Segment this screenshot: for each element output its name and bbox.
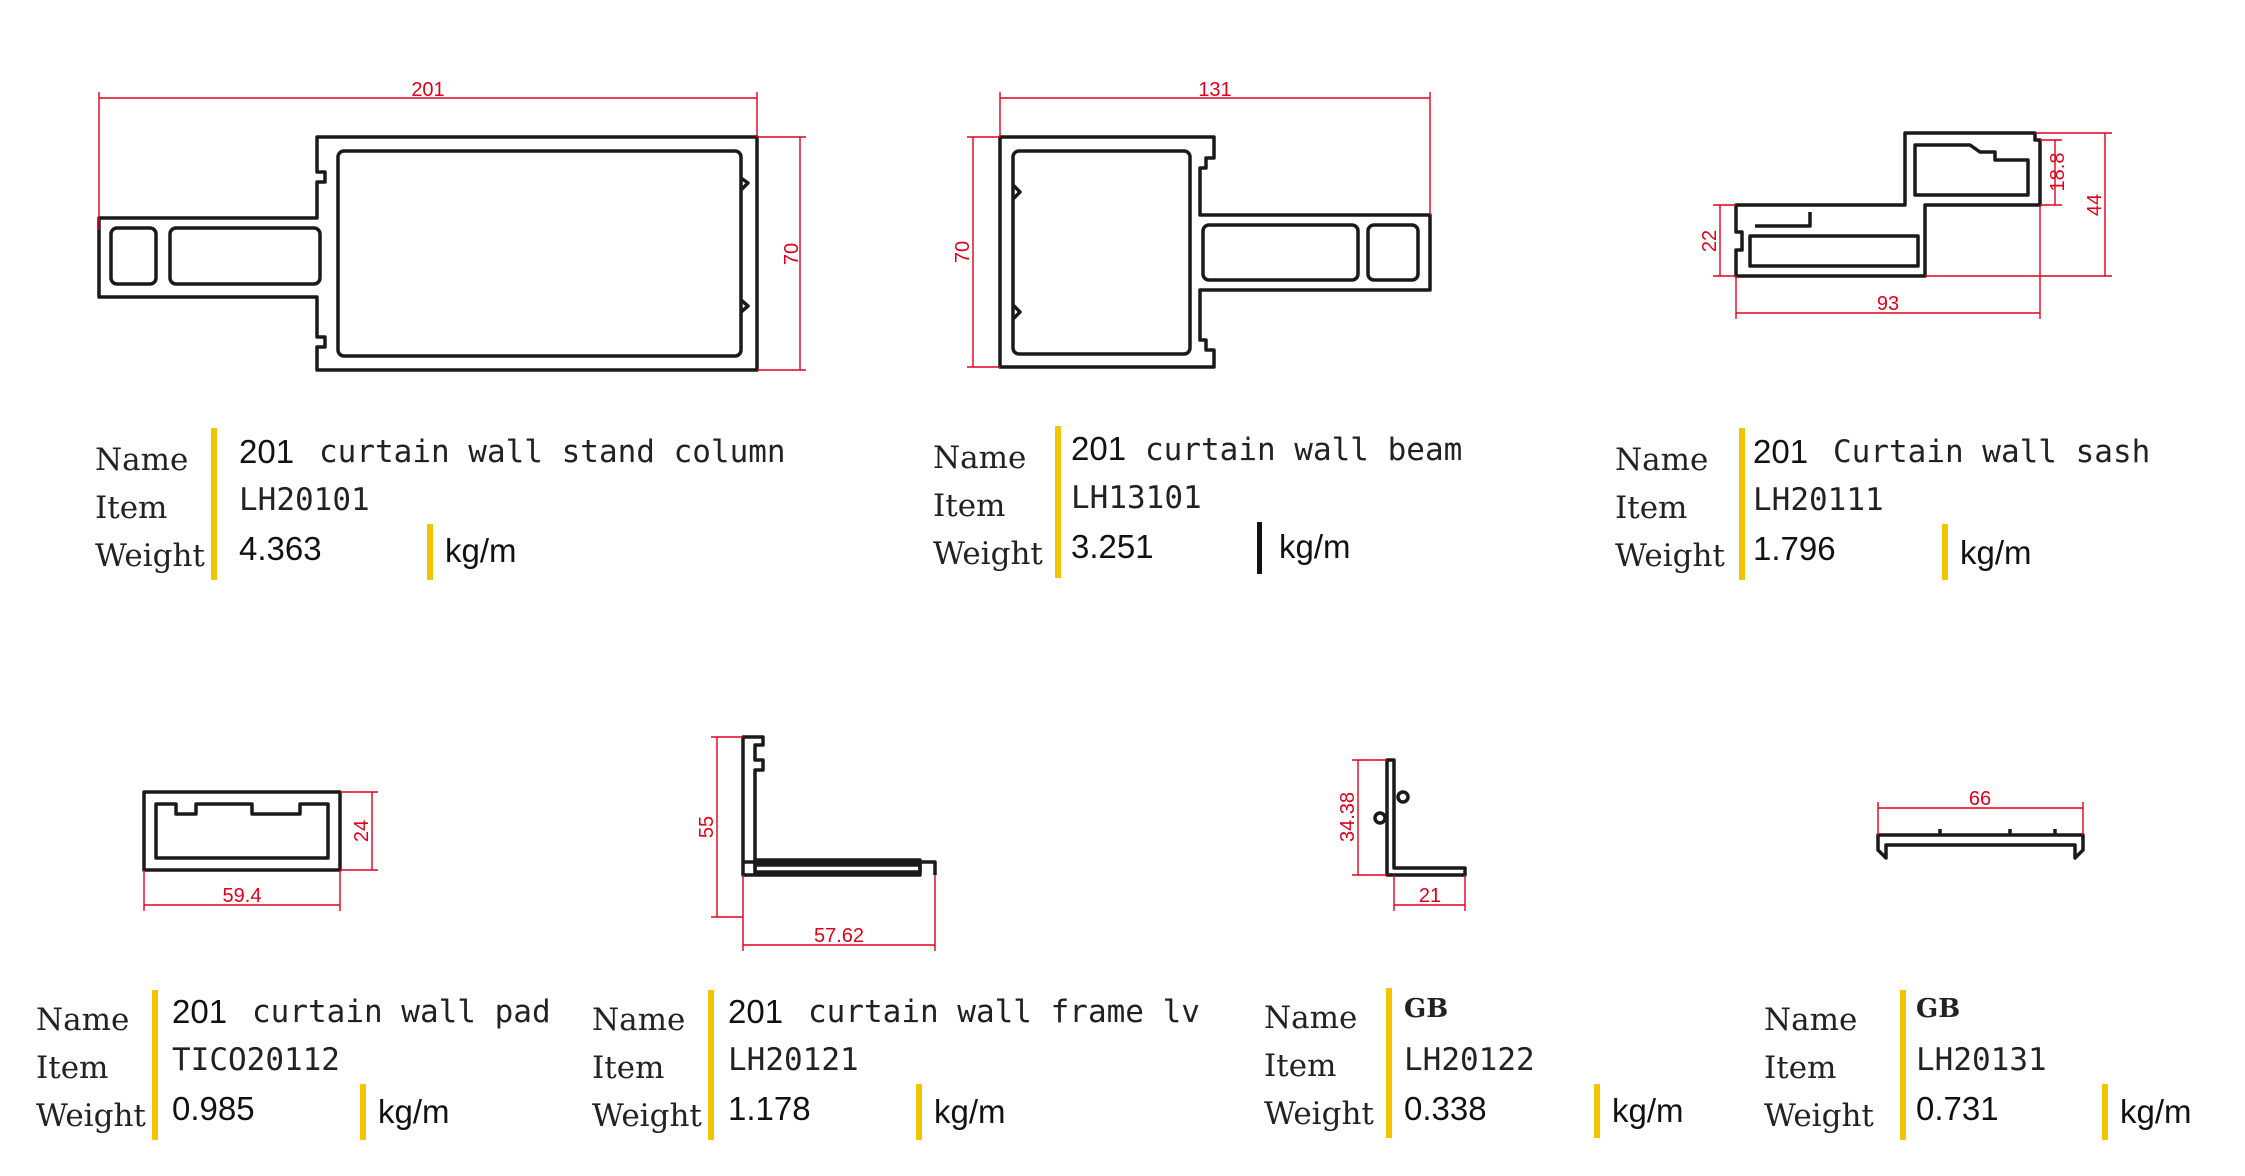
- name-number: 201: [239, 433, 295, 470]
- name-number: 201: [1753, 433, 1809, 470]
- name-label: Name: [933, 440, 1027, 476]
- unit-bar: [1594, 1084, 1600, 1138]
- product-name: GB: [1916, 994, 1961, 1024]
- profile-gb-angle: [1373, 758, 1467, 877]
- product-name: GB: [1404, 994, 1449, 1024]
- dim-label: 59.4: [223, 885, 262, 907]
- profile-frame-lv: [741, 735, 922, 877]
- profile-pad: [142, 790, 342, 872]
- dim-label: 70: [781, 243, 803, 265]
- unit-bar: [360, 1084, 366, 1140]
- name-label: Name: [1615, 442, 1709, 478]
- item-label: Item: [592, 1050, 665, 1086]
- name-label: Name: [95, 442, 189, 478]
- unit-label: kg/m: [1960, 534, 2032, 571]
- product-name: Curtain wall sash: [1833, 434, 2151, 470]
- product-name: curtain wall frame lv: [808, 994, 1200, 1030]
- accent-bar: [152, 990, 158, 1140]
- unit-bar: [1942, 524, 1948, 580]
- profile-stand-column: [97, 135, 759, 372]
- unit-bar: [916, 1084, 922, 1140]
- dim-label: 66: [1969, 788, 1991, 810]
- item-code: LH13101: [1071, 480, 1202, 516]
- item-code: LH20122: [1404, 1042, 1535, 1078]
- item-code: LH20131: [1916, 1042, 2047, 1078]
- weight-value: 4.363: [239, 530, 322, 567]
- profile-gb-flat: [1876, 829, 2085, 860]
- dim-label: 44: [2084, 194, 2106, 216]
- name-label: Name: [1764, 1002, 1858, 1038]
- dim-label: 201: [411, 79, 444, 101]
- weight-label: Weight: [1264, 1096, 1374, 1132]
- profile-beam: [998, 135, 1432, 369]
- name-label: Name: [1264, 1000, 1358, 1036]
- accent-bar: [708, 990, 714, 1140]
- unit-bar: [1257, 522, 1262, 574]
- item-label: Item: [1764, 1050, 1837, 1086]
- weight-label: Weight: [933, 536, 1043, 572]
- product-name: curtain wall stand column: [319, 434, 786, 470]
- accent-bar: [1739, 428, 1745, 580]
- accent-bar: [1900, 990, 1906, 1140]
- weight-value: 1.796: [1753, 530, 1836, 567]
- item-code: TICO20112: [172, 1042, 340, 1078]
- weight-value: 3.251: [1071, 528, 1154, 565]
- dim-label: 93: [1877, 293, 1899, 315]
- unit-label: kg/m: [445, 532, 517, 569]
- name-number: 201: [1071, 430, 1127, 467]
- dim-label: 55: [696, 816, 718, 838]
- dim-label: 57.62: [814, 925, 864, 947]
- accent-bar: [1055, 426, 1061, 578]
- dim-label: 18.8: [2047, 153, 2069, 192]
- item-label: Item: [1615, 490, 1688, 526]
- unit-bar: [2102, 1084, 2108, 1140]
- dim-label: 22: [1699, 230, 1721, 252]
- unit-label: kg/m: [2120, 1093, 2192, 1130]
- unit-bar: [427, 524, 433, 580]
- item-label: Item: [1264, 1048, 1337, 1084]
- weight-value: 1.178: [728, 1090, 811, 1127]
- weight-label: Weight: [1764, 1098, 1874, 1134]
- accent-bar: [1386, 988, 1392, 1138]
- item-label: Item: [95, 490, 168, 526]
- unit-label: kg/m: [1612, 1092, 1684, 1129]
- dim-label: 70: [952, 241, 974, 263]
- name-number: 201: [728, 993, 784, 1030]
- dim-label: 21: [1419, 885, 1441, 907]
- weight-label: Weight: [592, 1098, 702, 1134]
- dim-label: 131: [1198, 79, 1231, 101]
- item-label: Item: [36, 1050, 109, 1086]
- name-label: Name: [36, 1002, 130, 1038]
- weight-label: Weight: [1615, 538, 1725, 574]
- dim-label: 34.38: [1337, 792, 1359, 842]
- item-code: LH20111: [1753, 482, 1884, 518]
- profile-sash: [1734, 131, 2042, 278]
- unit-label: kg/m: [378, 1093, 450, 1130]
- weight-value: 0.731: [1916, 1090, 1999, 1127]
- weight-value: 0.338: [1404, 1090, 1487, 1127]
- item-label: Item: [933, 488, 1006, 524]
- unit-label: kg/m: [1279, 528, 1351, 565]
- accent-bar: [211, 428, 217, 580]
- item-code: LH20121: [728, 1042, 859, 1078]
- product-name: curtain wall pad: [252, 994, 551, 1030]
- weight-value: 0.985: [172, 1090, 255, 1127]
- unit-label: kg/m: [934, 1093, 1006, 1130]
- name-label: Name: [592, 1002, 686, 1038]
- weight-label: Weight: [95, 538, 205, 574]
- dim-label: 24: [351, 820, 373, 842]
- weight-label: Weight: [36, 1098, 146, 1134]
- product-name: curtain wall beam: [1145, 432, 1463, 468]
- item-code: LH20101: [239, 482, 370, 518]
- name-number: 201: [172, 993, 228, 1030]
